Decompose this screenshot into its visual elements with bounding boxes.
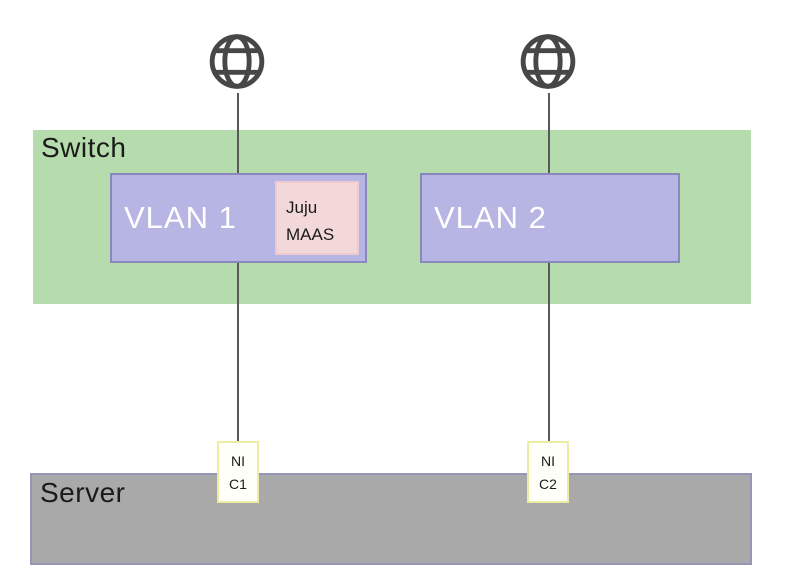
switch-zone-label: Switch (41, 132, 127, 163)
juju-maas-label-line1: Juju (286, 198, 318, 217)
vlan2-label: VLAN 2 (434, 200, 547, 235)
server-zone-label: Server (40, 477, 126, 508)
vlan2-box: VLAN 2 (420, 173, 680, 263)
globe-icon (518, 30, 578, 93)
connection-line-internet1-nic1 (237, 93, 239, 442)
vlan1-label: VLAN 1 (124, 200, 237, 235)
nic2-label-line1: NI (541, 453, 555, 469)
nic1-label-line2: C1 (229, 476, 247, 492)
juju-maas-label-line2: MAAS (286, 225, 335, 244)
globe-icon (207, 30, 267, 93)
nic2-box: NI C2 (527, 441, 569, 503)
nic1-label-line1: NI (231, 453, 245, 469)
nic2-label-line2: C2 (539, 476, 557, 492)
connection-line-internet2-nic2 (548, 93, 550, 442)
juju-maas-box: Juju MAAS (275, 181, 359, 255)
nic1-box: NI C1 (217, 441, 259, 503)
server-zone: Server (30, 473, 752, 565)
